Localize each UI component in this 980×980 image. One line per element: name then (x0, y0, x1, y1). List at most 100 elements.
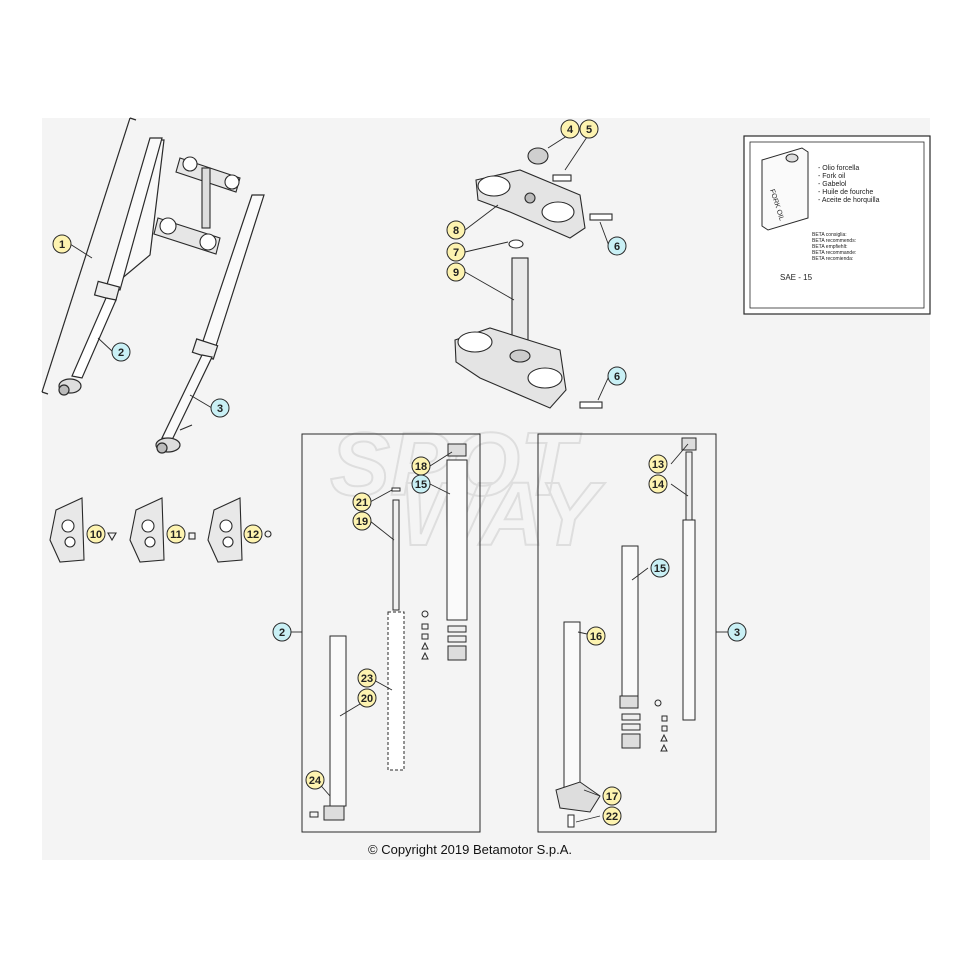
right-internals-box (537, 433, 717, 833)
callout-14: 14 (648, 474, 668, 494)
callout-label: 11 (170, 529, 182, 541)
callout-3: 3 (727, 622, 747, 642)
callout-label: 3 (217, 403, 223, 415)
callout-2: 2 (111, 342, 131, 362)
oil-name-es: - Aceite de horquilla (818, 197, 880, 204)
recommend-en: BETA recommends: (812, 238, 856, 244)
callout-13: 13 (648, 454, 668, 474)
callout-5: 5 (579, 119, 599, 139)
callout-2: 2 (272, 622, 292, 642)
callout-circle (602, 786, 622, 806)
callout-circle (52, 234, 72, 254)
callout-4: 4 (560, 119, 580, 139)
callout-circle (650, 558, 670, 578)
watermark-line-2: WAY (400, 465, 605, 565)
callout-label: 5 (586, 124, 592, 136)
copyright-notice: © Copyright 2019 Betamotor S.p.A. (368, 842, 572, 857)
callout-circle (727, 622, 747, 642)
callout-label: 21 (356, 497, 368, 509)
callout-circle (648, 454, 668, 474)
callout-9: 9 (446, 262, 466, 282)
callout-7: 7 (446, 242, 466, 262)
callout-label: 2 (118, 347, 124, 359)
callout-10: 10 (86, 524, 106, 544)
callout-label: 19 (356, 516, 368, 528)
recommend-es: BETA recomienda: (812, 256, 853, 262)
callout-label: 7 (453, 247, 459, 259)
callout-8: 8 (446, 220, 466, 240)
callout-label: 12 (247, 529, 259, 541)
callout-12: 12 (243, 524, 263, 544)
callout-circle (586, 626, 606, 646)
callout-16: 16 (586, 626, 606, 646)
callout-circle (648, 474, 668, 494)
callout-circle (305, 770, 325, 790)
callout-circle (352, 492, 372, 512)
callout-label: 18 (415, 461, 427, 473)
callout-circle (602, 806, 622, 826)
callout-label: 23 (361, 673, 373, 685)
callout-3: 3 (210, 398, 230, 418)
callout-circle (357, 668, 377, 688)
callout-label: 14 (652, 479, 665, 491)
callout-circle (560, 119, 580, 139)
watermark: SPOT WAY (329, 414, 606, 566)
callout-24: 24 (305, 770, 325, 790)
callout-22: 22 (602, 806, 622, 826)
callout-15: 15 (650, 558, 670, 578)
left-internals-box (301, 433, 481, 833)
callout-label: 10 (90, 529, 102, 541)
callout-18: 18 (411, 456, 431, 476)
callout-circle (357, 688, 377, 708)
oil-name-it: - Olio forcella (818, 165, 859, 172)
callout-label: 1 (59, 239, 65, 251)
recommend-de: BETA empfiehlt: (812, 244, 847, 250)
callout-label: 9 (453, 267, 459, 279)
callout-circle (446, 242, 466, 262)
oil-name-en: - Fork oil (818, 173, 846, 180)
callout-21: 21 (352, 492, 372, 512)
upper-triple-clamp (475, 147, 613, 249)
callout-label: 6 (614, 371, 620, 383)
callout-circle (446, 262, 466, 282)
callout-label: 24 (309, 775, 322, 787)
oil-name-fr: - Huile de fourche (818, 189, 873, 196)
callout-circle (210, 398, 230, 418)
callout-circle (607, 366, 627, 386)
callout-circle (607, 236, 627, 256)
callout-label: 6 (614, 241, 620, 253)
callout-circle (352, 511, 372, 531)
callout-circle (272, 622, 292, 642)
recommend-fr: BETA recommande: (812, 250, 856, 256)
callout-circle (86, 524, 106, 544)
callout-19: 19 (352, 511, 372, 531)
callout-15: 15 (411, 474, 431, 494)
callout-label: 22 (606, 811, 618, 823)
callout-circle (446, 220, 466, 240)
fork-guards (49, 497, 272, 563)
callout-label: 20 (361, 693, 373, 705)
fork-leg-left (41, 117, 165, 396)
callout-1: 1 (52, 234, 72, 254)
callout-circle (111, 342, 131, 362)
callout-circle (243, 524, 263, 544)
callout-label: 3 (734, 627, 740, 639)
fork-oil-box: FORK OIL - Olio forcella - Fork oil - Ga… (743, 135, 931, 315)
callout-label: 17 (606, 791, 618, 803)
callout-23: 23 (357, 668, 377, 688)
oil-grade: SAE - 15 (780, 273, 813, 282)
callout-20: 20 (357, 688, 377, 708)
callout-label: 4 (567, 124, 574, 136)
callout-label: 15 (654, 563, 666, 575)
callout-label: 13 (652, 459, 664, 471)
callout-circle (411, 456, 431, 476)
callout-circle (166, 524, 186, 544)
oil-name-de: - Gabelol (818, 181, 847, 188)
callout-11: 11 (166, 524, 186, 544)
callout-label: 8 (453, 225, 459, 237)
callout-label: 16 (590, 631, 602, 643)
oil-can-icon (761, 147, 809, 231)
